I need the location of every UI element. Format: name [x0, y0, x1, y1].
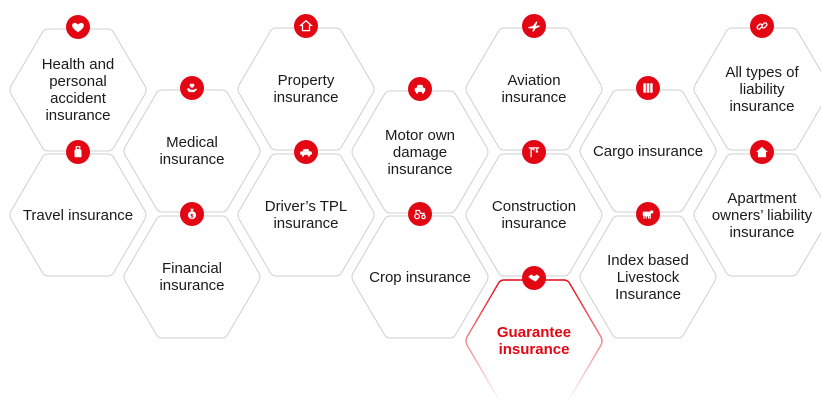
- tile-label: Crop insurance: [369, 268, 471, 286]
- tile-label: Medical insurance: [159, 134, 225, 168]
- tile-crop[interactable]: Crop insurance: [350, 214, 490, 340]
- hex-outline: [579, 89, 717, 213]
- tile-label: Financial insurance: [159, 260, 225, 294]
- tile-financial[interactable]: Financial insurance: [122, 214, 262, 340]
- hex-outline: [9, 153, 147, 277]
- hex-outline: [579, 215, 717, 339]
- hex-outline: [693, 153, 821, 277]
- heart-icon: [66, 15, 90, 39]
- crane-icon: [522, 140, 546, 164]
- tractor-icon: [408, 202, 432, 226]
- cow-icon: [636, 202, 660, 226]
- tile-health[interactable]: Health and personal accident insurance: [8, 27, 148, 153]
- tile-driver-tpl[interactable]: Driver’s TPL insurance: [236, 152, 376, 278]
- tile-label: Index based Livestock Insurance: [607, 251, 689, 303]
- tile-medical[interactable]: Medical insurance: [122, 88, 262, 214]
- tile-label: Construction insurance: [491, 198, 577, 232]
- tile-label: All types of liability insurance: [725, 63, 799, 115]
- airplane-icon: [522, 14, 546, 38]
- house-icon: [294, 14, 318, 38]
- hex-outline: [693, 27, 821, 151]
- tile-label: Apartment owners’ liability insurance: [711, 189, 813, 241]
- car-icon: [408, 77, 432, 101]
- hex-outline: [123, 89, 261, 213]
- tile-label: Motor own damage insurance: [384, 126, 456, 178]
- tile-label: Guarantee insurance: [496, 324, 572, 358]
- car-crash-icon: [294, 140, 318, 164]
- tile-cargo[interactable]: Cargo insurance: [578, 88, 718, 214]
- hex-outline: [237, 153, 375, 277]
- hex-outline: [351, 215, 489, 339]
- tile-label: Property insurance: [273, 72, 339, 106]
- hex-outline: [465, 279, 603, 402]
- tile-aviation[interactable]: Aviation insurance: [464, 26, 604, 152]
- hex-outline: [465, 153, 603, 277]
- hex-outline: [465, 27, 603, 151]
- hex-outline: [237, 27, 375, 151]
- tile-label: Health and personal accident insurance: [41, 56, 115, 124]
- hand-heart-icon: [180, 76, 204, 100]
- tile-motor[interactable]: Motor own damage insurance: [350, 89, 490, 215]
- tile-liability[interactable]: All types of liability insurance: [692, 26, 821, 152]
- money-bag-icon: $: [180, 202, 204, 226]
- tile-construction[interactable]: Construction insurance: [464, 152, 604, 278]
- tile-label: Cargo insurance: [592, 142, 704, 160]
- tile-livestock[interactable]: Index based Livestock Insurance: [578, 214, 718, 340]
- handshake-icon: [522, 266, 546, 290]
- tile-travel[interactable]: Travel insurance: [8, 152, 148, 278]
- hex-outline: [9, 28, 147, 152]
- tile-guarantee[interactable]: Guarantee insurance: [464, 278, 604, 402]
- tile-property[interactable]: Property insurance: [236, 26, 376, 152]
- tile-apartment[interactable]: Apartment owners’ liability insurance: [692, 152, 821, 278]
- hex-outline: [351, 90, 489, 214]
- luggage-icon: [66, 140, 90, 164]
- chain-link-icon: [750, 14, 774, 38]
- tile-label: Travel insurance: [22, 206, 134, 224]
- tile-label: Aviation insurance: [501, 72, 567, 106]
- hex-outline: [123, 215, 261, 339]
- cargo-icon: [636, 76, 660, 100]
- svg-text:$: $: [190, 214, 194, 220]
- home-icon: [750, 140, 774, 164]
- tile-label: Driver’s TPL insurance: [264, 198, 348, 232]
